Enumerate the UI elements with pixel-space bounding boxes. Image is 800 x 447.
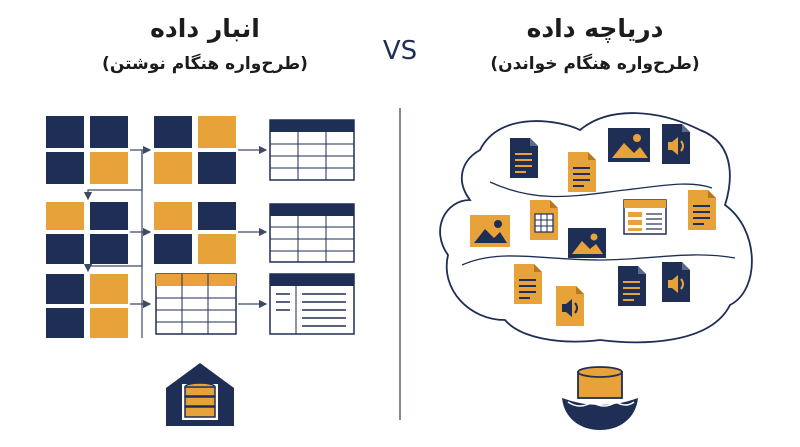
lake-subtitle: (طرح‌واره هنگام خواندن) [490, 54, 700, 74]
spreadsheet-file-icon [530, 200, 558, 240]
image-file-icon [568, 228, 606, 258]
image-file-icon [608, 128, 650, 162]
transform-grid-row-1 [154, 116, 236, 184]
transform-table-row-3 [155, 273, 237, 335]
target-report-3 [269, 273, 355, 335]
lake-flow-line-1 [489, 181, 713, 198]
pipeline-arrows [83, 145, 268, 338]
document-file-icon [510, 138, 538, 178]
audio-file-icon [556, 286, 584, 326]
audio-file-icon [662, 124, 690, 164]
source-grid-row-3 [46, 274, 128, 338]
audio-file-icon [662, 262, 690, 302]
lake-boundary [439, 112, 753, 344]
lake-flow-line-2 [461, 254, 736, 266]
vs-label: VS [382, 36, 418, 66]
document-file-icon [618, 266, 646, 306]
transform-grid-row-2 [154, 202, 236, 264]
warehouse-subtitle: (طرح‌واره هنگام نوشتن) [102, 54, 308, 74]
database-warehouse-icon [166, 363, 234, 426]
document-file-icon [568, 152, 596, 192]
document-file-icon [514, 264, 542, 304]
source-grid-row-1 [46, 116, 128, 184]
table-window-icon [623, 199, 667, 235]
database-lake-icon [562, 366, 638, 430]
warehouse-title: انبار داده [150, 14, 260, 43]
image-file-icon [470, 215, 510, 247]
target-table-1 [269, 119, 355, 181]
lake-title: دریاچه داده [526, 14, 664, 43]
source-grid-row-2 [46, 202, 128, 264]
document-file-icon [688, 190, 716, 230]
target-table-2 [269, 203, 355, 263]
